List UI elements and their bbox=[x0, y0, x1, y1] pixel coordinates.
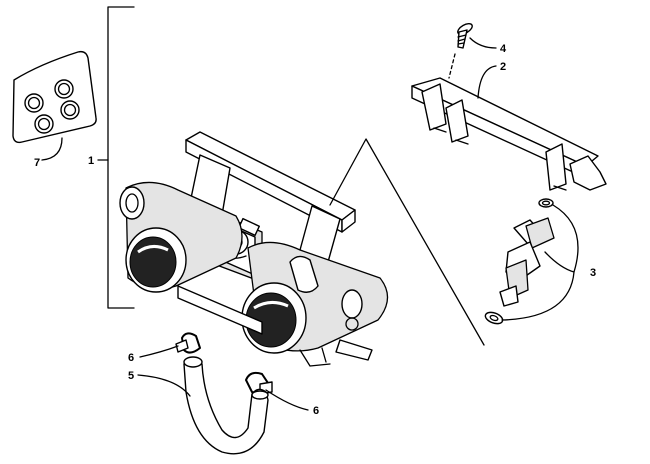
leader-5 bbox=[137, 374, 191, 397]
leader-7 bbox=[41, 137, 63, 161]
screw-icon bbox=[457, 23, 473, 49]
callout-2: 2 bbox=[500, 61, 506, 73]
callout-5: 5 bbox=[128, 370, 134, 382]
hose-clamp-icon bbox=[175, 332, 201, 354]
leader-2 bbox=[477, 65, 497, 99]
leader-6b bbox=[265, 389, 309, 411]
callout-4: 4 bbox=[500, 43, 507, 55]
fuel-rail-icon bbox=[411, 77, 607, 191]
callout-6a: 6 bbox=[128, 352, 134, 364]
callout-1: 1 bbox=[88, 155, 94, 167]
leader-4 bbox=[469, 37, 497, 49]
callout-6b: 6 bbox=[313, 405, 319, 417]
leader-6a bbox=[139, 345, 179, 358]
callout-3: 3 bbox=[590, 267, 596, 279]
exploded-guide-line bbox=[329, 138, 485, 346]
o-ring-kit-icon bbox=[12, 50, 97, 144]
bracket-1 bbox=[107, 6, 135, 309]
fuel-injector-icon bbox=[484, 198, 555, 325]
callout-7: 7 bbox=[34, 157, 40, 169]
throttle-body-assembly-icon bbox=[119, 131, 389, 367]
screw-guide-line bbox=[448, 53, 456, 79]
hose-icon bbox=[183, 356, 269, 455]
leader-3 bbox=[501, 204, 579, 321]
